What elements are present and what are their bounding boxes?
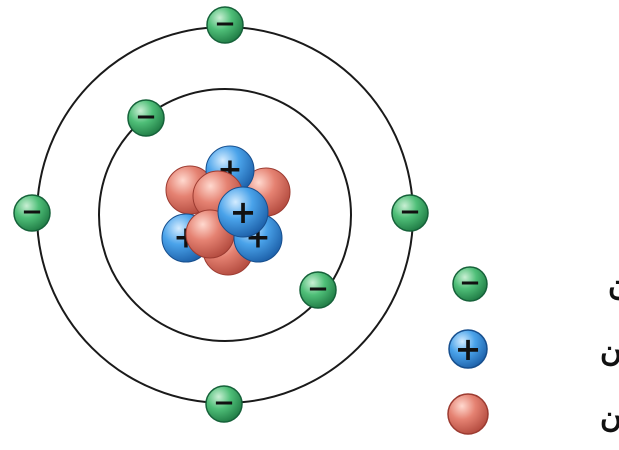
svg-text:−: −: [399, 197, 421, 227]
electron: −: [391, 194, 429, 232]
legend: − إلكترون + بروتون نيترون: [447, 266, 619, 435]
svg-text:−: −: [21, 197, 43, 227]
legend-label-electron: إلكترون: [608, 268, 619, 304]
neutron-icon: [447, 393, 489, 435]
nucleus: + + + +: [161, 145, 291, 276]
proton: +: [217, 186, 269, 238]
electron: −: [13, 194, 51, 232]
electron: −: [299, 271, 337, 309]
svg-text:−: −: [135, 102, 157, 132]
electron: −: [127, 99, 165, 137]
legend-label-proton: بروتون: [600, 334, 619, 369]
svg-text:−: −: [307, 274, 329, 304]
legend-item-neutron: نيترون: [447, 393, 619, 435]
electron-icon: −: [452, 266, 488, 302]
svg-text:+: +: [455, 330, 482, 368]
svg-text:−: −: [214, 9, 236, 39]
svg-text:+: +: [230, 193, 257, 231]
inner-orbit: [98, 88, 352, 342]
proton-icon: +: [448, 329, 488, 369]
electron: −: [206, 6, 244, 44]
electron: −: [205, 385, 243, 423]
legend-item-proton: + بروتون: [448, 329, 619, 369]
svg-text:−: −: [459, 268, 481, 298]
legend-label-neutron: نيترون: [600, 400, 619, 435]
legend-item-electron: − إلكترون: [452, 266, 619, 304]
svg-text:−: −: [213, 388, 235, 418]
